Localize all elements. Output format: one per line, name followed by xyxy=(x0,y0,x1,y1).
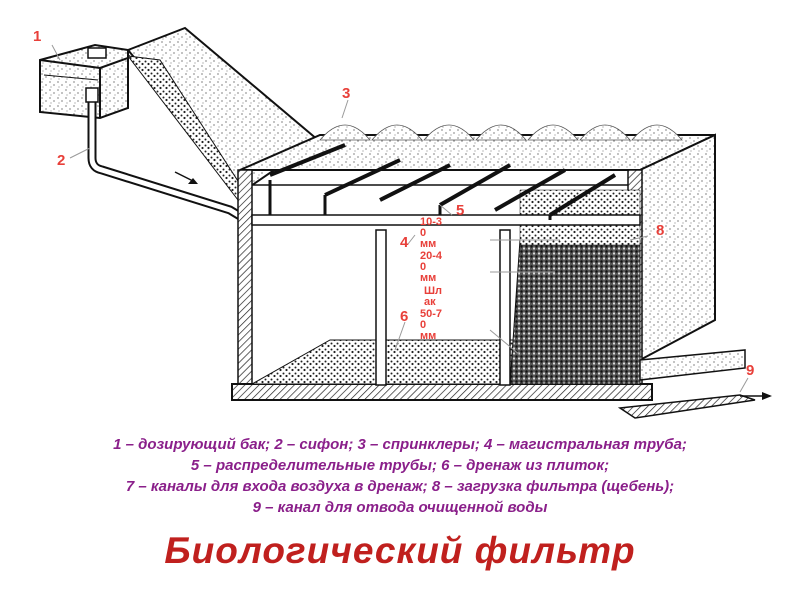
label-2: 2 xyxy=(57,152,66,169)
page-title: Биологический фильтр xyxy=(164,530,636,571)
slag-note: Шл ак xyxy=(424,285,443,308)
inclined-gallery xyxy=(126,26,320,201)
leader-lines xyxy=(51,44,749,393)
label-8: 8 xyxy=(656,222,665,239)
size-note-10-30: 10-3 0 мм xyxy=(420,216,443,250)
label-4: 4 xyxy=(400,234,409,251)
size-note-50-70: 50-7 0 мм xyxy=(420,308,443,342)
label-6: 6 xyxy=(400,308,409,325)
legend-line-2: 5 – распределительные трубы; 6 – дренаж … xyxy=(190,457,610,474)
outlet-channel xyxy=(617,349,772,419)
dosing-tank xyxy=(39,43,129,120)
siphon-and-main-pipe xyxy=(85,87,521,233)
sprinklers xyxy=(319,124,683,141)
legend-line-1: 1 – дозирующий бак; 2 – сифон; 3 – сприн… xyxy=(113,436,687,453)
label-5: 5 xyxy=(456,202,465,219)
legend: 1 – дозирующий бак; 2 – сифон; 3 – сприн… xyxy=(20,434,780,518)
label-1: 1 xyxy=(33,28,42,45)
legend-line-4: 9 – канал для отвода очищенной воды xyxy=(252,499,548,516)
filter-body xyxy=(231,133,716,401)
distribution-pipes xyxy=(268,143,617,220)
size-note-20-40: 20-4 0 мм xyxy=(420,250,443,284)
label-9: 9 xyxy=(746,362,755,379)
legend-line-3: 7 – каналы для входа воздуха в дренаж; 8… xyxy=(125,478,675,495)
label-3: 3 xyxy=(342,85,351,102)
